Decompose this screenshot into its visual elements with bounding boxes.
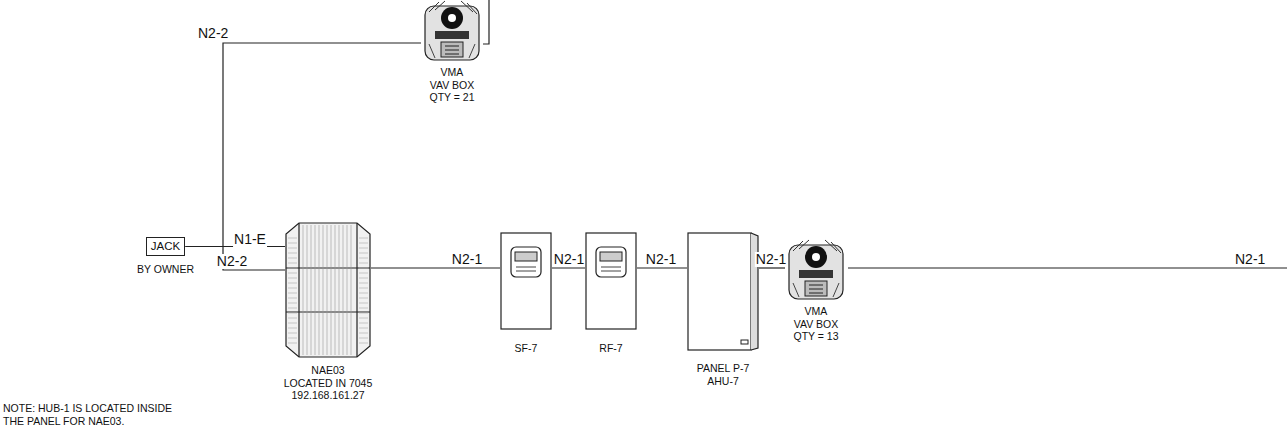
network-wire (483, 0, 489, 44)
trunk-label: N2-1 (645, 252, 677, 267)
device-icon (585, 232, 637, 330)
device-icon (285, 222, 371, 358)
device-node: RF-7 (581, 232, 641, 355)
device-label: NAE03 (311, 364, 344, 377)
device-node: VMAVAV BOXQTY = 21 (407, 0, 497, 104)
device-label: PANEL P-7 (697, 362, 750, 375)
device-label: AHU-7 (707, 375, 739, 388)
device-label: 192.168.161.27 (292, 389, 365, 402)
device-label: VAV BOX (794, 318, 839, 331)
jack-label: JACK (146, 237, 185, 256)
device-label: QTY = 21 (429, 91, 474, 104)
device-label: RF-7 (599, 342, 622, 355)
trunk-label: N2-1 (553, 252, 585, 267)
trunk-label: N2-2 (216, 254, 248, 269)
device-label: QTY = 13 (793, 330, 838, 343)
device-icon (687, 232, 759, 352)
note-text: NOTE: HUB-1 IS LOCATED INSIDE THE PANEL … (3, 402, 193, 428)
owner-note: BY OWNER (137, 263, 194, 276)
device-icon (500, 232, 552, 330)
device-label: VMA (805, 305, 828, 318)
device-label: LOCATED IN 7045 (284, 377, 373, 390)
trunk-label: N1-E (233, 232, 267, 247)
device-node: NAE03LOCATED IN 7045192.168.161.27 (263, 222, 393, 402)
device-node: SF-7 (496, 232, 556, 355)
device-label: SF-7 (515, 342, 538, 355)
device-label: VAV BOX (430, 79, 475, 92)
network-connector (552, 267, 585, 268)
network-connector (637, 267, 687, 268)
network-connector (371, 267, 500, 268)
device-icon (785, 239, 847, 301)
trunk-label: N2-1 (755, 252, 787, 267)
network-wire (848, 267, 1287, 268)
trunk-label: N2-2 (198, 26, 228, 41)
jack-box: JACK BY OWNER (137, 237, 194, 276)
device-label: VMA (441, 66, 464, 79)
network-connector (759, 267, 785, 268)
trunk-label: N2-1 (1235, 252, 1265, 267)
device-icon (421, 0, 483, 62)
trunk-label: N2-1 (451, 252, 483, 267)
